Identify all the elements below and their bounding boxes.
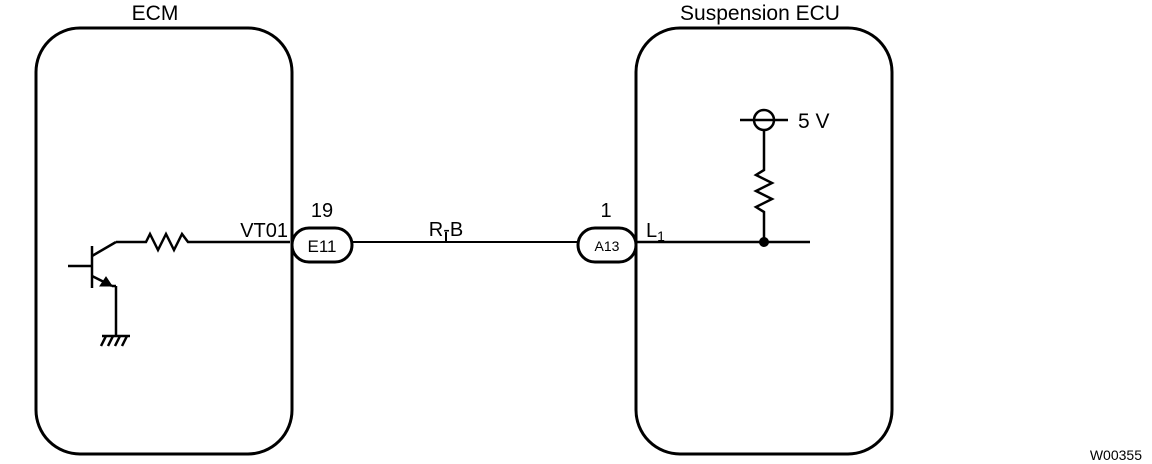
junction-dot-icon xyxy=(759,237,769,247)
connector-a13: A13 xyxy=(576,226,638,264)
ecm-resistor-icon xyxy=(116,231,290,253)
connector-e11: E11 xyxy=(290,226,354,264)
ecm-pin-number: 19 xyxy=(311,200,333,222)
connector-a13-label: A13 xyxy=(595,238,620,254)
suspension-ecu-pin-number: 1 xyxy=(600,200,611,222)
wire-color-code: R-B xyxy=(429,219,463,241)
connector-e11-label: E11 xyxy=(308,237,337,256)
suspension-ecu-title: Suspension ECU xyxy=(680,2,840,25)
voltage-source-icon xyxy=(740,108,788,132)
ecm-terminal-name: VT01 xyxy=(240,220,288,242)
npn-transistor-icon xyxy=(68,240,118,336)
suspension-ecu-terminal-name: L1 xyxy=(646,220,665,244)
pullup-resistor-icon xyxy=(753,130,775,242)
ground-icon xyxy=(99,334,130,347)
figure-code: W00355 xyxy=(1090,447,1142,463)
suspension-ecu-circuit xyxy=(636,130,810,244)
ecm-title: ECM xyxy=(132,2,179,25)
supply-voltage-label: 5 V xyxy=(798,110,830,133)
wire-r-b: R-B xyxy=(352,219,578,243)
